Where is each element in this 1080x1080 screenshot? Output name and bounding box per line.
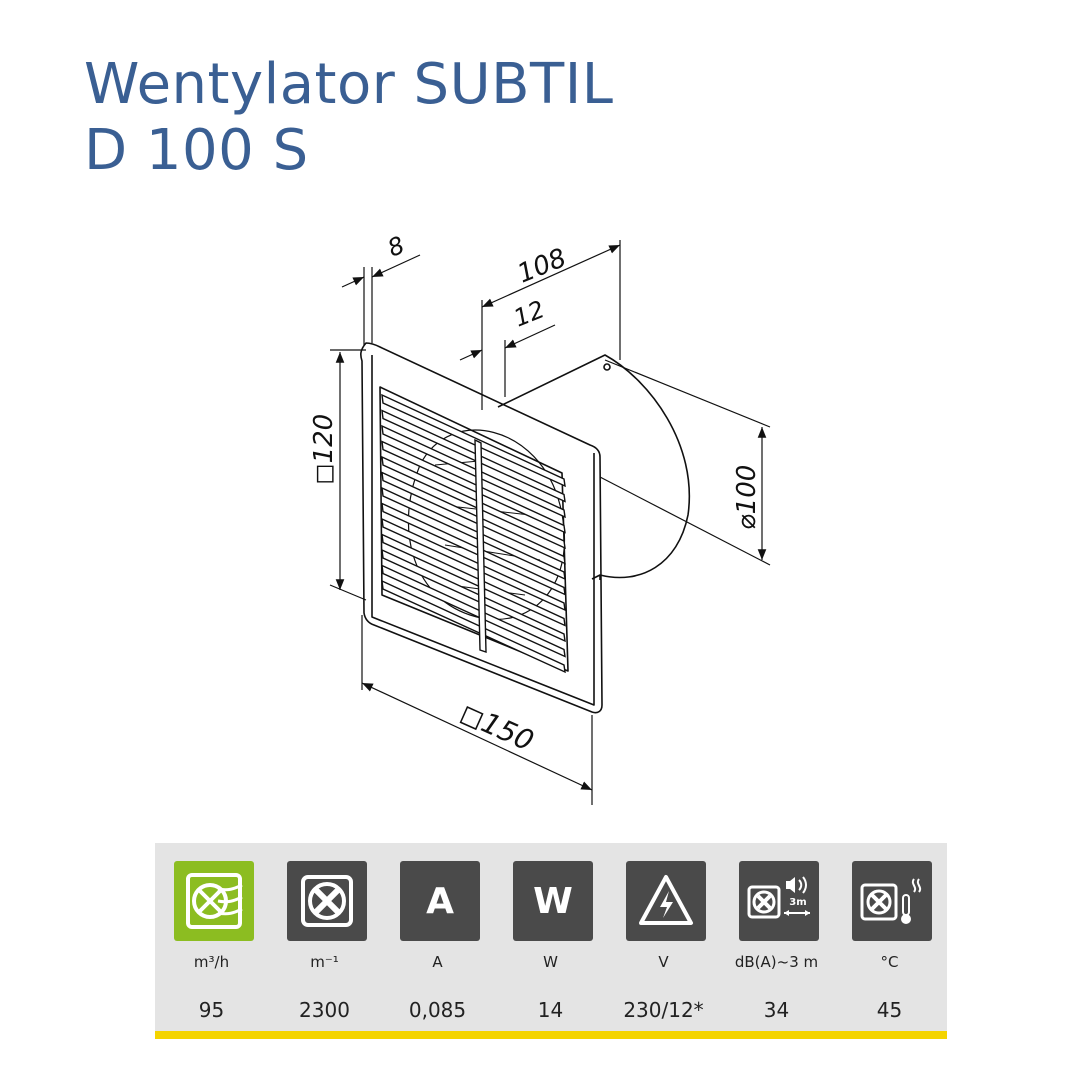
- spec-unit: °C: [880, 953, 899, 971]
- spec-power: W W 14: [494, 843, 607, 1031]
- spec-value: 95: [198, 998, 225, 1022]
- current-icon: A: [400, 861, 480, 941]
- spec-value: 34: [763, 998, 790, 1022]
- spec-value: 230/12*: [623, 998, 704, 1022]
- power-glyph: W: [533, 880, 573, 922]
- spec-current: A A 0,085: [381, 843, 494, 1031]
- grille-slat: [381, 579, 566, 674]
- spec-voltage: V 230/12*: [607, 843, 720, 1031]
- noise-icon: 3m: [739, 861, 819, 941]
- spec-unit: dB(A)~3 m: [734, 953, 819, 971]
- spec-panel: m³/h 95 m⁻¹ 2300 A A 0,085 W W 14: [155, 843, 947, 1039]
- spec-unit: V: [658, 953, 669, 971]
- title-line-1: Wentylator SUBTIL: [84, 52, 614, 117]
- temperature-icon: [852, 861, 932, 941]
- grille-slats: [381, 393, 566, 674]
- airflow-icon: [174, 861, 254, 941]
- grille-slat: [381, 440, 566, 534]
- spec-value: 0,085: [408, 998, 467, 1022]
- cylinder-hole: [603, 363, 611, 371]
- spec-unit: W: [543, 953, 558, 971]
- dim-width: ◻150: [455, 696, 538, 757]
- spec-temperature: °C 45: [833, 843, 946, 1031]
- fan-dimension-drawing: 8 108 12 ◻120 ⌀100 ◻150: [309, 231, 771, 805]
- fan-speed-icon: [287, 861, 367, 941]
- grille-slat: [381, 486, 566, 581]
- page-title: Wentylator SUBTIL D 100 S: [84, 52, 613, 184]
- spec-unit: m⁻¹: [310, 953, 339, 971]
- grille-spine: [474, 438, 487, 653]
- noise-distance-badge: 3m: [789, 897, 806, 908]
- grille-slat: [381, 533, 566, 627]
- spec-airflow: m³/h 95: [155, 843, 268, 1031]
- spec-unit: A: [432, 953, 443, 971]
- grille-slat: [381, 393, 566, 488]
- spec-value: 2300: [299, 998, 350, 1022]
- power-icon: W: [513, 861, 593, 941]
- grille-slat: [381, 548, 566, 643]
- grille-slat: [381, 455, 566, 550]
- voltage-icon: [626, 861, 706, 941]
- spec-value: 14: [537, 998, 564, 1022]
- grille-slat: [381, 564, 566, 658]
- grille-slat: [381, 424, 566, 519]
- grille-slat: [381, 471, 566, 565]
- grille-slat: [381, 502, 566, 596]
- spec-rotation: m⁻¹ 2300: [268, 843, 381, 1031]
- dim-total-depth: 108: [513, 243, 570, 289]
- dim-spigot-offset: 12: [510, 295, 549, 332]
- title-line-2: D 100 S: [84, 118, 309, 183]
- spec-noise: 3m dB(A)~3 m 34: [720, 843, 833, 1031]
- dim-diameter: ⌀100: [732, 465, 762, 530]
- front-plate-inner-edge: [371, 355, 595, 706]
- dim-height: ◻120: [309, 414, 339, 485]
- current-glyph: A: [426, 880, 454, 922]
- dim-frame-depth: 8: [384, 231, 409, 263]
- grille-frame: [379, 386, 569, 672]
- spec-unit: m³/h: [193, 953, 230, 971]
- grille-slat: [381, 517, 566, 612]
- grille-slat: [381, 409, 566, 503]
- front-plate: [360, 342, 603, 714]
- accent-bar: [155, 1031, 947, 1039]
- fan-cylinder: [497, 354, 691, 580]
- spec-value: 45: [876, 998, 903, 1022]
